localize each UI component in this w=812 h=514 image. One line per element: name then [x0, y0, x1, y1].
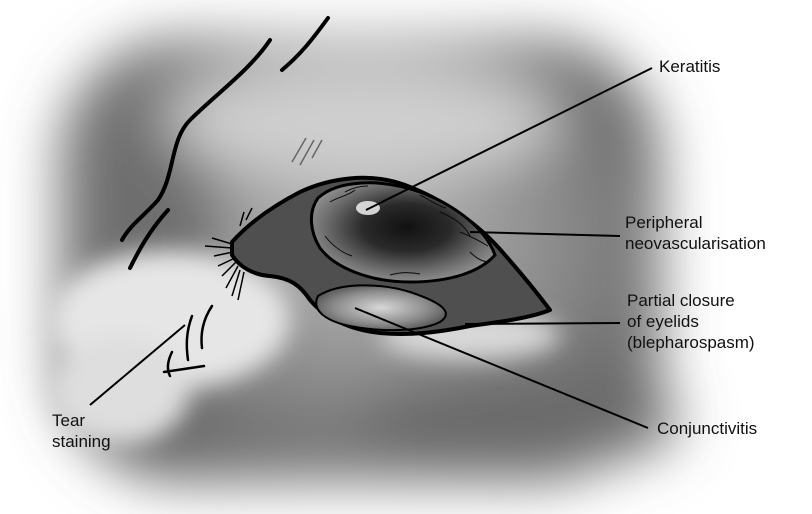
label-conjunctivitis: Conjunctivitis [657, 418, 757, 439]
label-blepharospasm: Partial closure of eyelids (blepharospas… [627, 290, 755, 353]
label-tear-staining: Tear staining [52, 410, 111, 452]
leader-closure [465, 323, 620, 324]
label-neovascularisation: Peripheral neovascularisation [625, 212, 766, 254]
label-keratitis: Keratitis [659, 56, 720, 77]
